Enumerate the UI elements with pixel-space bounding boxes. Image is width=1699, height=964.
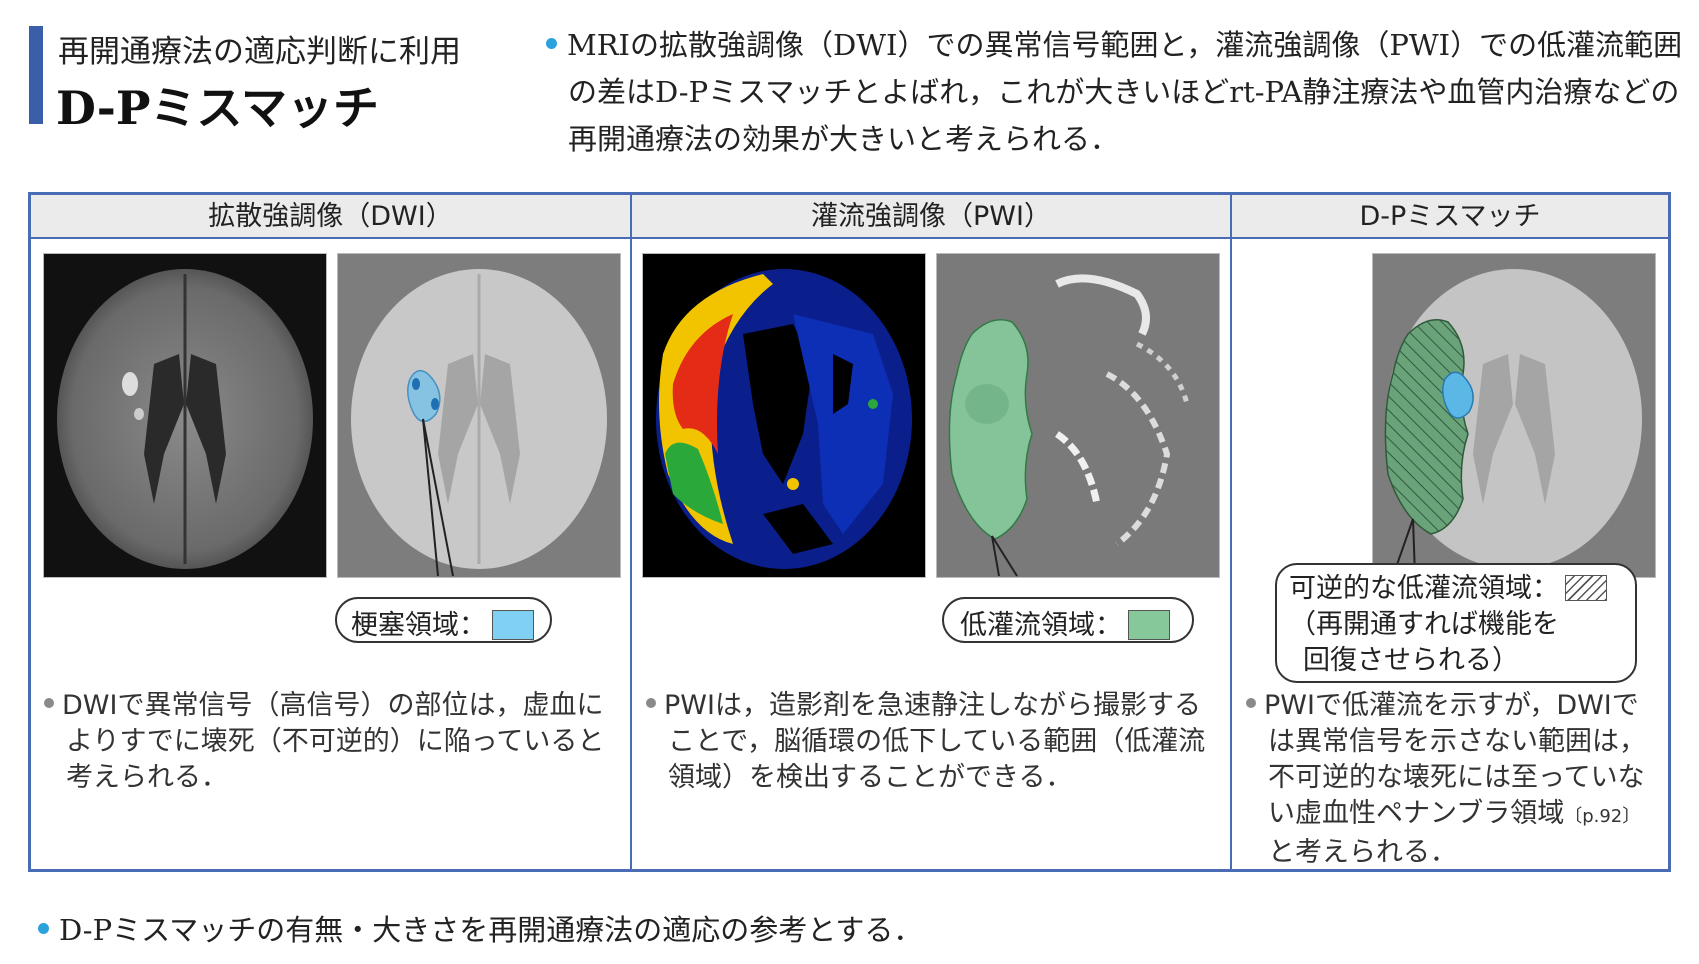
pwi-perfusion-image	[642, 253, 926, 578]
footer-note: D-Pミスマッチの有無・大きさを再開通療法の適応の参考とする．	[38, 907, 922, 949]
infarct-region-callout: 梗塞領域：	[335, 597, 552, 643]
dwi-description: DWIで異常信号（高信号）の部位は，虚血によりすでに壊死（不可逆的）に陥っている…	[44, 688, 618, 796]
reversible-region-note: 回復させられる）	[1303, 645, 1519, 676]
reversible-region-label: 可逆的な低灌流領域：	[1289, 573, 1559, 604]
column-divider	[630, 195, 632, 869]
pwi-overlay-image	[936, 253, 1220, 578]
title-accent-bar	[29, 26, 43, 124]
bullet-icon	[44, 697, 54, 708]
reversible-region-note: （再開通すれば機能を	[1289, 609, 1559, 640]
column-divider	[1230, 195, 1232, 869]
hatch-pattern-swatch	[1565, 574, 1607, 601]
mismatch-overlay-image	[1372, 253, 1656, 578]
intro-paragraph: MRIの拡散強調像（DWI）での異常信号範囲と，灌流強調像（PWI）での低灌流範…	[546, 22, 1688, 163]
table-header-row	[31, 195, 1668, 239]
bullet-icon	[646, 697, 656, 708]
column-heading-mismatch: D-Pミスマッチ	[1359, 201, 1541, 232]
page-subtitle: 再開通療法の適応判断に利用	[58, 34, 461, 70]
intro-text: MRIの拡散強調像（DWI）での異常信号範囲と，灌流強調像（PWI）での低灌流範…	[567, 28, 1683, 156]
infarct-color-swatch	[492, 609, 534, 640]
pwi-description: PWIは，造影剤を急速静注しながら撮影することで，脳循環の低下している範囲（低灌…	[646, 688, 1220, 796]
column-heading-dwi: 拡散強調像（DWI）	[208, 201, 453, 232]
page-reference: 〔p.92〕	[1564, 806, 1641, 827]
column-heading-pwi: 灌流強調像（PWI）	[811, 201, 1051, 232]
hypoperfusion-region-label: 低灌流領域：	[960, 610, 1122, 641]
infarct-region-label: 梗塞領域：	[351, 610, 486, 641]
reversible-region-callout: 可逆的な低灌流領域： （再開通すれば機能を 回復させられる）	[1275, 563, 1637, 683]
mismatch-description: PWIで低灌流を示すが，DWIでは異常信号を示さない範囲は，不可逆的な壊死には至…	[1246, 688, 1658, 871]
dwi-overlay-image	[337, 253, 621, 578]
bullet-icon	[546, 37, 557, 49]
page-title: D-Pミスマッチ	[56, 81, 380, 135]
bullet-icon	[38, 922, 49, 934]
hypoperfusion-color-swatch	[1128, 609, 1170, 640]
dwi-mri-image	[43, 253, 327, 578]
hypoperfusion-region-callout: 低灌流領域：	[942, 597, 1194, 643]
bullet-icon	[1246, 697, 1256, 708]
